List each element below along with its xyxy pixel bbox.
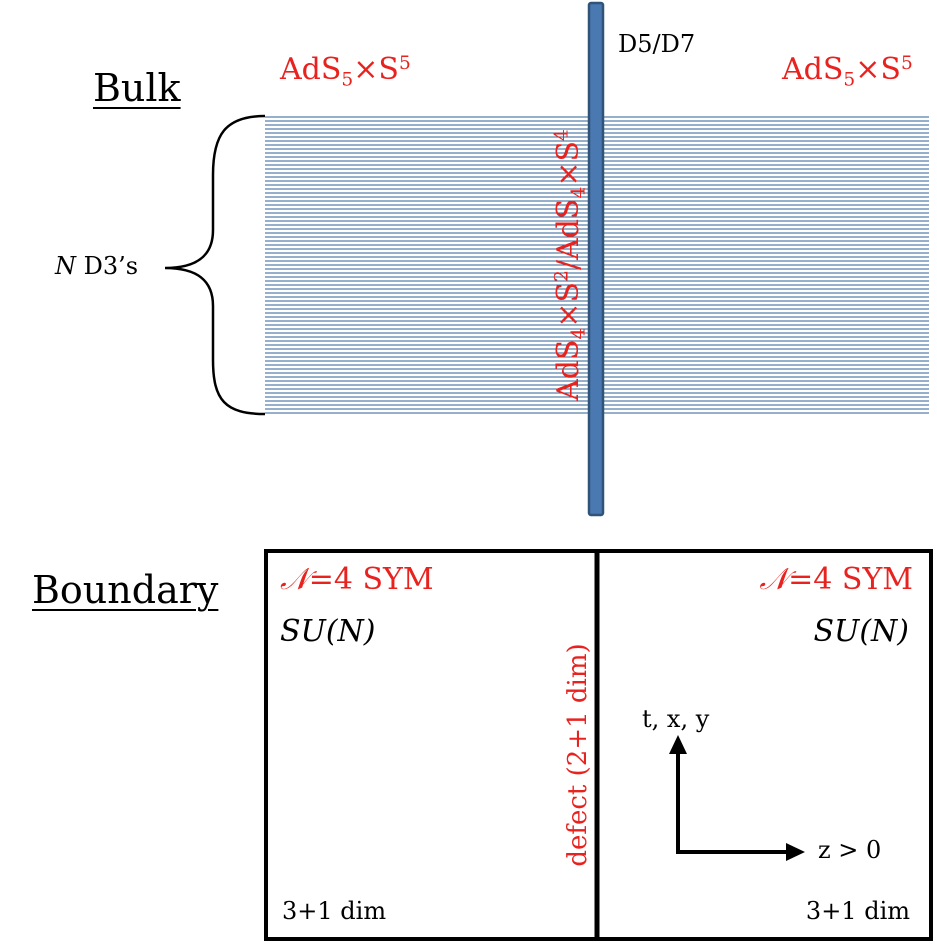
d3-stack-rest: D3’s xyxy=(76,252,139,280)
vertical-axis-label: t, x, y xyxy=(642,705,710,733)
boundary-title: Boundary xyxy=(32,568,219,612)
right-space-sub: 5 xyxy=(843,69,856,91)
right-theory-n: 𝒩 xyxy=(759,562,789,597)
geom-slash: / xyxy=(550,259,586,271)
right-gauge-group: SU(N) xyxy=(813,614,910,649)
d3-stack-n: N xyxy=(55,252,76,280)
geom-a-sup: 2 xyxy=(551,270,573,282)
right-dim-label: 3+1 dim xyxy=(805,897,910,925)
left-space-base: AdS xyxy=(280,52,342,87)
geom-b-times: ×S xyxy=(550,140,586,187)
right-space-times: ×S xyxy=(855,52,901,87)
left-dim-label: 3+1 dim xyxy=(282,897,387,925)
curly-brace xyxy=(164,114,266,416)
brane-geometry-label: AdS4×S2/AdS4×S4 xyxy=(551,129,590,401)
horizontal-arrowhead xyxy=(786,843,805,861)
brane-label: D5/D7 xyxy=(618,30,696,58)
geom-b-sup: 4 xyxy=(551,129,573,141)
left-space-sub: 5 xyxy=(341,69,354,91)
horizontal-axis-label: z > 0 xyxy=(818,836,882,864)
right-theory-rest: =4 SYM xyxy=(788,562,913,597)
left-theory-label: 𝒩=4 SYM xyxy=(280,562,434,597)
right-theory-label: 𝒩=4 SYM xyxy=(759,562,913,597)
left-bulk-space-label: AdS5×S5 xyxy=(280,52,411,91)
defect-label: defect (2+1 dim) xyxy=(563,643,593,867)
bulk-title: Bulk xyxy=(93,66,181,110)
right-space-base: AdS xyxy=(782,52,844,87)
vertical-arrowhead xyxy=(669,735,687,754)
geom-a-sub: 4 xyxy=(568,327,590,340)
left-theory-n: 𝒩 xyxy=(280,562,309,597)
geom-a-base: AdS xyxy=(550,339,586,401)
left-space-sup: 5 xyxy=(398,52,411,74)
d5-d7-brane xyxy=(587,1,605,517)
geom-a-times: ×S xyxy=(550,281,586,328)
d3-stack-label: N D3’s xyxy=(55,252,138,280)
right-space-sup: 5 xyxy=(900,52,913,74)
geom-b-base: AdS xyxy=(550,198,586,260)
right-bulk-space-label: AdS5×S5 xyxy=(782,52,913,91)
left-gauge-group: SU(N) xyxy=(280,614,376,649)
left-theory-rest: =4 SYM xyxy=(308,562,434,597)
left-space-times: ×S xyxy=(353,52,399,87)
geom-b-sub: 4 xyxy=(568,186,590,199)
